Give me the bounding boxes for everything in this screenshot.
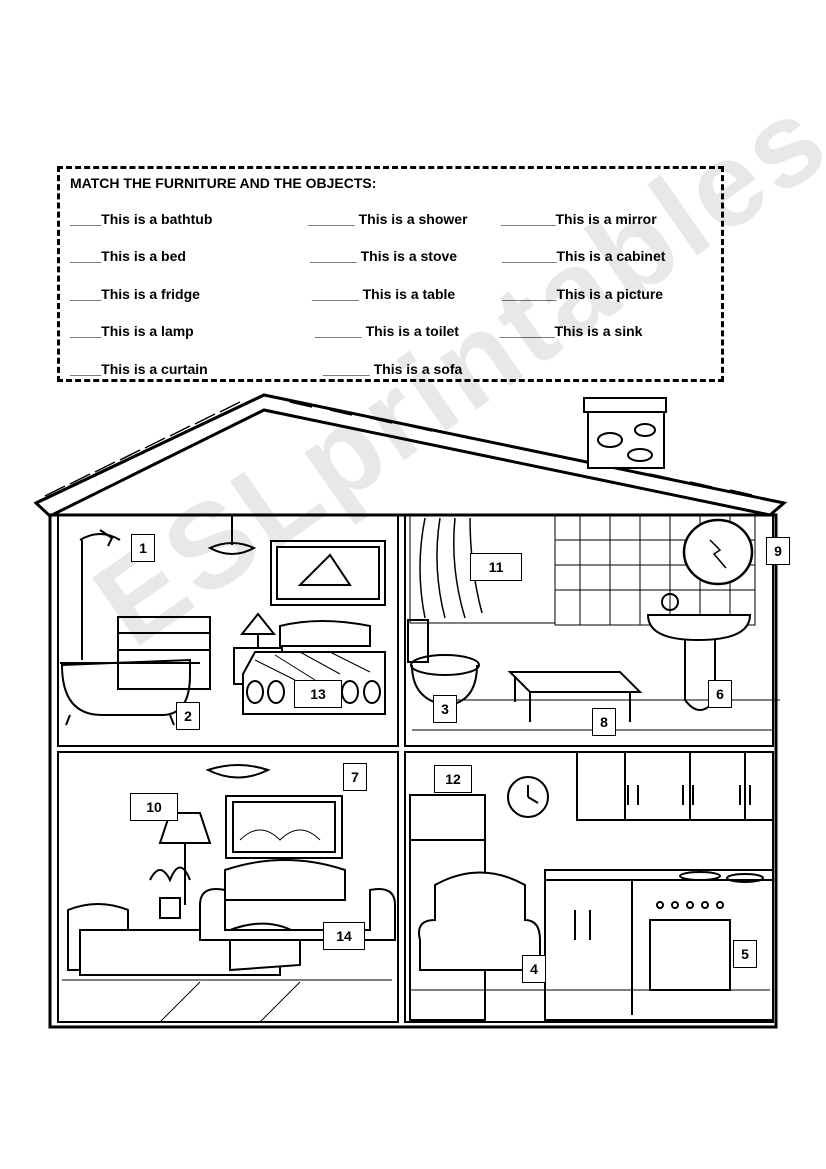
number-label-9: 9	[766, 537, 790, 565]
exercise-title: MATCH THE FURNITURE AND THE OBJECTS:	[70, 175, 377, 191]
item-fridge: ____This is a fridge	[70, 286, 200, 302]
number-label-8: 8	[592, 708, 616, 736]
item-bathtub: ____This is a bathtub	[70, 211, 213, 227]
item-mirror: _______This is a mirror	[501, 211, 657, 227]
number-label-3: 3	[433, 695, 457, 723]
item-stove: ______ This is a stove	[310, 248, 458, 264]
item-sink: _______This is a sink	[500, 323, 643, 339]
item-shower: ______ This is a shower	[308, 211, 468, 227]
number-label-7: 7	[343, 763, 367, 791]
exercise-box	[57, 166, 724, 382]
item-cabinet: _______This is a cabinet	[502, 248, 666, 264]
number-label-13: 13	[294, 680, 342, 708]
item-table: ______ This is a table	[312, 286, 456, 302]
item-bed: ____This is a bed	[70, 248, 186, 264]
number-label-14: 14	[323, 922, 365, 950]
number-label-6: 6	[708, 680, 732, 708]
number-label-1: 1	[131, 534, 155, 562]
number-label-5: 5	[733, 940, 757, 968]
item-picture: _______This is a picture	[502, 286, 664, 302]
number-label-12: 12	[434, 765, 472, 793]
item-sofa: ______ This is a sofa	[323, 361, 463, 377]
item-lamp: ____This is a lamp	[70, 323, 194, 339]
number-label-11: 11	[470, 553, 522, 581]
item-toilet: ______ This is a toilet	[315, 323, 459, 339]
number-label-4: 4	[522, 955, 546, 983]
item-curtain: ____This is a curtain	[70, 361, 208, 377]
number-label-10: 10	[130, 793, 178, 821]
number-label-2: 2	[176, 702, 200, 730]
